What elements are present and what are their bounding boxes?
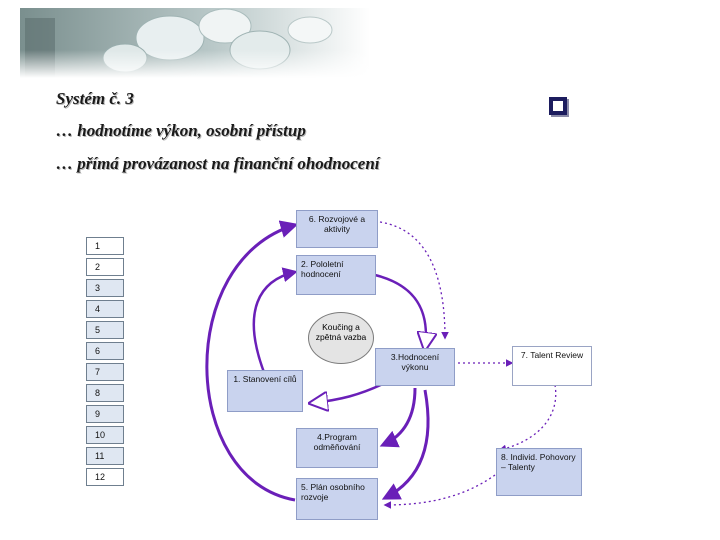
number-cell: 8 <box>86 384 124 402</box>
review-to-evaluation-arrow <box>374 273 426 348</box>
dotted-talent-to-interviews <box>498 384 557 453</box>
box-semiannual-review: 2. Pololetní hodnocení <box>296 255 376 295</box>
slide-title: Systém č. 3 <box>56 89 134 108</box>
subtitle-financial: … přímá provázanost na finanční ohodnoce… <box>56 154 380 173</box>
box-performance-evaluation: 3.Hodnocení výkonu <box>375 348 455 386</box>
evaluation-to-plan-arrow <box>381 389 430 500</box>
coaching-feedback-ellipse: Koučing a zpětná vazba <box>308 312 374 364</box>
performance-cycle-diagram: 6. Rozvojové a aktivity 2. Pololetní hod… <box>200 200 600 530</box>
number-cell: 4 <box>86 300 124 318</box>
evaluation-to-reward-arrow <box>379 387 417 448</box>
dotted-activities-to-evaluation <box>379 221 449 340</box>
number-cell: 12 <box>86 468 124 486</box>
box-reward-program: 4.Program odměňování <box>296 428 378 468</box>
number-cell: 5 <box>86 321 124 339</box>
square-bullet-icon <box>549 97 567 115</box>
evaluation-to-goals-arrow <box>312 381 386 403</box>
subtitle-performance: … hodnotíme výkon, osobní přístup <box>56 121 306 140</box>
number-cell: 7 <box>86 363 124 381</box>
number-cell: 9 <box>86 405 124 423</box>
number-cell: 1 <box>86 237 124 255</box>
outer-cycle-arrow <box>205 220 299 502</box>
box-personal-development-plan: 5. Plán osobního rozvoje <box>296 478 378 520</box>
inner-cycle-arrow <box>252 267 298 376</box>
pills-photo-banner <box>20 8 370 78</box>
box-talent-review: 7. Talent Review <box>512 346 592 386</box>
box-development-activities: 6. Rozvojové a aktivity <box>296 210 378 248</box>
number-cell: 3 <box>86 279 124 297</box>
number-cell: 6 <box>86 342 124 360</box>
number-cell: 11 <box>86 447 124 465</box>
box-goal-setting: 1. Stanovení cílů <box>227 370 303 412</box>
number-cell: 2 <box>86 258 124 276</box>
number-cell: 10 <box>86 426 124 444</box>
dotted-interviews-to-plan <box>383 474 496 509</box>
box-individual-interviews: 8. Individ. Pohovory – Talenty <box>496 448 582 496</box>
